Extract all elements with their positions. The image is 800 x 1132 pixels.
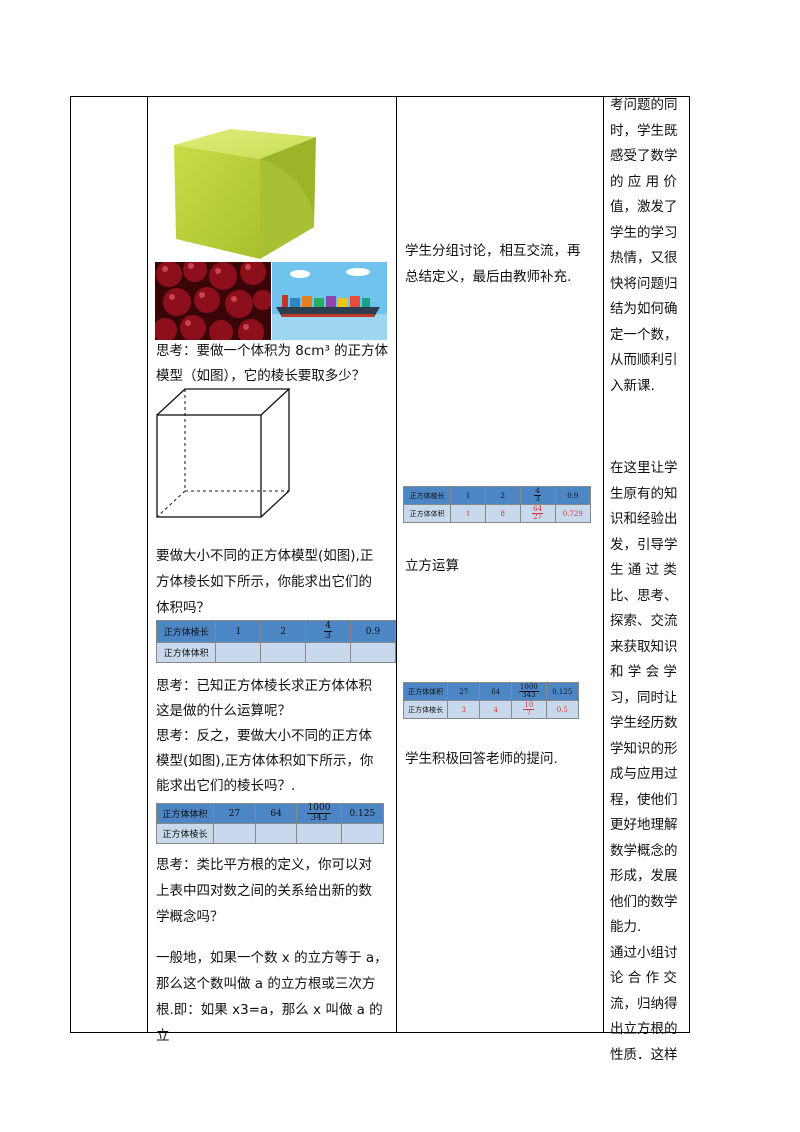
green-cube-image <box>174 129 316 259</box>
question-2: 要做大小不同的正方体模型(如图),正 方体棱长如下所示，你能求出它们的 体积吗？ <box>156 548 374 616</box>
table-cell: 0.9 <box>554 486 592 505</box>
column-divider <box>603 97 604 1032</box>
think-question-1: 思考：要做一个体积为 8cm³ 的正方体 模型（如图），它的棱长要取多少？ <box>156 343 389 384</box>
table-cell: 8 <box>484 504 521 523</box>
table-cell: 0.5 <box>545 700 580 719</box>
table-cell <box>212 823 256 844</box>
table-cell: 正方体体积 <box>156 803 214 824</box>
table-cell: 0.9 <box>349 620 397 643</box>
student-discussion-text: 学生分组讨论，相互交流，再 总结定义，最后由教师补充. <box>405 243 581 285</box>
table-cell: 正方体棱长 <box>402 486 452 505</box>
student-answer-text: 学生积极回答老师的提问. <box>405 751 558 767</box>
table-cell <box>305 642 351 663</box>
table-cell: 1 <box>450 504 486 523</box>
table-cell: 正方体体积 <box>402 504 452 523</box>
table-cell: 3 <box>447 700 481 719</box>
table-cell: 正方体体积 <box>402 682 449 701</box>
column-divider <box>396 97 397 1032</box>
cube-root-definition: 一般地，如果一个数 x 的立方等于 a， 那么这个数叫做 a 的立方根或三次方 … <box>156 950 388 1044</box>
lesson-table: 思考：要做一个体积为 8cm³ 的正方体 模型（如图），它的棱长要取多少？ 要做… <box>70 96 690 1063</box>
table-cell <box>296 823 342 844</box>
teacher-activity-column: 思考：要做一个体积为 8cm³ 的正方体 模型（如图），它的棱长要取多少？ 要做… <box>148 97 397 1044</box>
think-question-3: 思考：类比平方根的定义，你可以对 上表中四对数之间的关系给出新的数 学概念吗？ <box>156 857 372 925</box>
table-cell: 正方体棱长 <box>156 823 214 844</box>
table-cell: 27 <box>212 803 256 824</box>
table-cell: 0.125 <box>545 682 580 701</box>
cube-operation-text: 立方运算 <box>405 558 459 574</box>
table-cell: 0.125 <box>340 803 385 824</box>
table-cell: 1 <box>215 620 262 643</box>
table-cell <box>215 642 262 663</box>
container-ship-image <box>272 262 387 340</box>
column-divider <box>147 97 148 1032</box>
table-cell: 2 <box>484 486 521 505</box>
wireframe-cube-diagram <box>156 388 291 518</box>
cherries-image <box>155 262 271 340</box>
table-cell: 0.729 <box>554 504 592 523</box>
table-cell: 正方体棱长 <box>402 700 449 719</box>
table-cell: 27 <box>447 682 481 701</box>
design-intent-column: 考问题的同 时，学生既 感受了数学 的 应 用 价 值，激发了 学生的学习 热情… <box>604 97 690 1063</box>
table-cell: 64 <box>254 803 298 824</box>
design-intent-text-2: 在这里让学 生原有的知 识和经验出 发，引导学 生 通 过 类 比、思考、 探索… <box>610 460 678 1063</box>
table-cell <box>254 823 298 844</box>
table-cell: 64 <box>479 682 513 701</box>
table-cell <box>260 642 307 663</box>
table-cell: 正方体体积 <box>155 642 217 663</box>
design-intent-text-1: 考问题的同 时，学生既 感受了数学 的 应 用 价 值，激发了 学生的学习 热情… <box>610 97 678 394</box>
table-cell <box>349 642 397 663</box>
table-cell: 正方体棱长 <box>155 620 217 643</box>
table-cell: 4 <box>479 700 513 719</box>
table-cell <box>340 823 385 844</box>
table-cell: 1 <box>450 486 486 505</box>
table-cell: 2 <box>260 620 307 643</box>
think-question-2: 思考：已知正方体棱长求正方体体积 这是做的什么运算呢？ 思考：反之，要做大小不同… <box>156 678 374 794</box>
